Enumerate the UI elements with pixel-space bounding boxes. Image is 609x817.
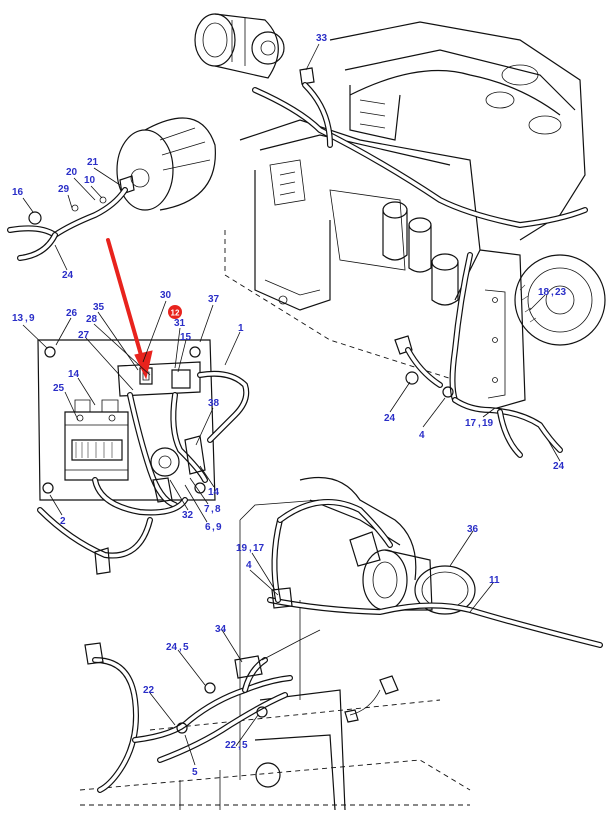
callout-19-lower: 19 (236, 543, 248, 554)
engine-block (224, 21, 606, 411)
callout-17-engine: 17 (465, 418, 477, 429)
svg-text:,: , (249, 543, 252, 554)
callout-11: 11 (489, 575, 500, 586)
callout-38: 38 (208, 398, 220, 409)
callout-2: 2 (60, 516, 66, 527)
starter-assembly (239, 476, 476, 780)
callout-19-engine: 19 (482, 418, 494, 429)
callout-31: 31 (174, 318, 186, 329)
callout-25: 25 (53, 383, 65, 394)
svg-text:,: , (238, 740, 241, 751)
callout-24-upper: 24 (62, 270, 74, 281)
callout-7: 7 (204, 504, 210, 515)
cable-24-upper (7, 187, 128, 261)
fuse-relay-panel (37, 339, 216, 501)
cable-11-lower (267, 499, 603, 723)
callout-22-left: 22 (143, 685, 155, 696)
svg-text:,: , (478, 418, 481, 429)
callout-15: 15 (180, 332, 192, 343)
callout-26: 26 (66, 308, 78, 319)
callout-30: 30 (160, 290, 172, 301)
callout-5-bottom: 5 (192, 767, 198, 778)
callout-14-lower: 14 (208, 487, 220, 498)
callout-10: 10 (84, 175, 96, 186)
callout-14-panel: 14 (68, 369, 80, 380)
panel-cables (37, 370, 250, 575)
callout-16: 16 (12, 187, 24, 198)
leader-lines (22, 43, 561, 766)
callout-4-engine: 4 (419, 430, 425, 441)
callout-33: 33 (316, 33, 328, 44)
callout-20: 20 (66, 167, 78, 178)
callout-35: 35 (93, 302, 105, 313)
callout-9-panel: 9 (29, 313, 35, 324)
highlight-badge: 12 (168, 305, 182, 319)
callout-18: 18 (538, 287, 550, 298)
callout-9-lower: 9 (216, 522, 222, 533)
callout-5-upper: 5 (183, 642, 189, 653)
callout-4-lower: 4 (246, 560, 252, 571)
badge-label: 12 (171, 309, 180, 318)
alternator (116, 117, 216, 211)
callout-27: 27 (78, 330, 90, 341)
callout-34: 34 (215, 624, 227, 635)
callout-29: 29 (58, 184, 70, 195)
callout-32: 32 (182, 510, 194, 521)
callout-24-engine: 24 (384, 413, 396, 424)
callout-28: 28 (86, 314, 98, 325)
callout-5-right: 5 (242, 740, 248, 751)
callout-37: 37 (208, 294, 220, 305)
svg-text:,: , (25, 313, 28, 324)
callout-1: 1 (238, 323, 244, 334)
callout-6: 6 (205, 522, 211, 533)
callout-labels: 33 16 20 21 29 10 24 30 37 13 , 9 26 35 … (12, 33, 567, 778)
callout-17-lower: 17 (253, 543, 265, 554)
callout-23: 23 (555, 287, 567, 298)
svg-text:,: , (179, 642, 182, 653)
callout-24-right: 24 (553, 461, 565, 472)
svg-text:,: , (551, 287, 554, 298)
ac-compressor (194, 13, 315, 85)
svg-text:,: , (212, 522, 215, 533)
main-harness (252, 82, 588, 458)
svg-text:,: , (211, 504, 214, 515)
callout-21: 21 (87, 157, 99, 168)
callout-8: 8 (215, 504, 221, 515)
cable-lower-left (84, 629, 321, 793)
callout-36: 36 (467, 524, 479, 535)
callout-24-lower: 24 (166, 642, 178, 653)
callout-13: 13 (12, 313, 24, 324)
callout-22-right: 22 (225, 740, 237, 751)
